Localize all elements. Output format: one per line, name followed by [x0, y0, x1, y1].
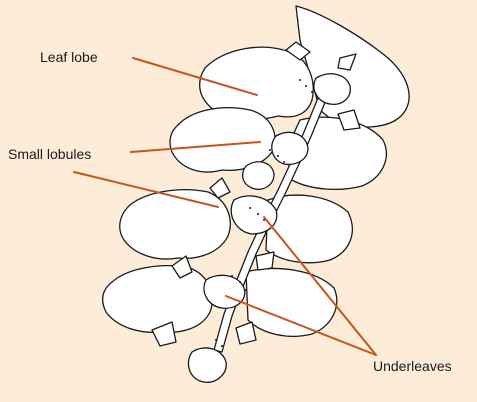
- label-small-lobules: Small lobules: [8, 146, 91, 162]
- leaf-fragment-h: [236, 322, 256, 344]
- small-lobule-upper: [272, 132, 308, 164]
- leaf-fragment-f: [256, 252, 274, 270]
- leaf-lobe-bottom-left: [103, 266, 213, 333]
- underleaf-lower: [204, 275, 245, 308]
- label-leaf-lobe: Leaf lobe: [40, 49, 98, 65]
- underleaf-bottom: [188, 348, 226, 382]
- leaf-lobe-lower-left: [120, 190, 230, 259]
- small-lobule-mid: [243, 162, 274, 189]
- leaf-lobe-bottom-right: [246, 269, 337, 337]
- label-underleaves: Underleaves: [373, 358, 452, 374]
- small-lobule-top: [314, 74, 350, 104]
